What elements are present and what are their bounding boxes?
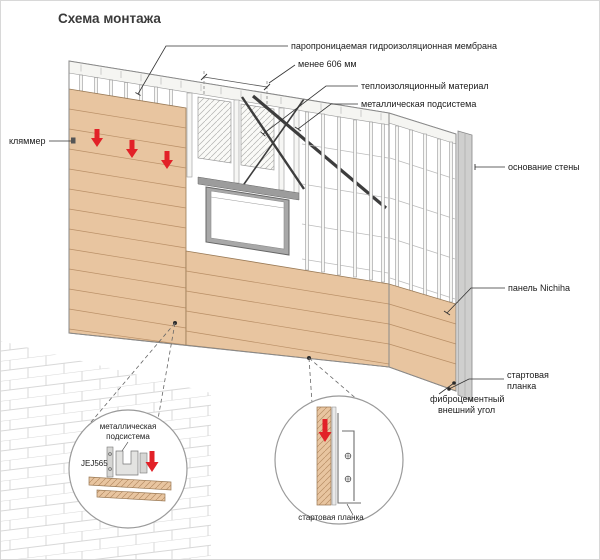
- panels-left-block: [68, 88, 187, 346]
- screw-icon: [344, 475, 352, 483]
- leader-corner: [438, 382, 455, 395]
- down-arrow-icon: [161, 151, 173, 169]
- clip-mark: [71, 137, 76, 144]
- detail-circle-right: стартовая планка: [274, 395, 404, 525]
- panels-lower-seams: [185, 270, 390, 365]
- top-left-studs: [79, 74, 173, 106]
- corner-trim: [457, 130, 473, 402]
- diagonal-brace-2: [241, 98, 305, 188]
- leader-panel: [446, 287, 505, 314]
- bolt-icon: [108, 452, 112, 456]
- down-arrow-icon: [318, 419, 332, 442]
- cutaway-section: [186, 92, 388, 210]
- down-arrow-icon: [145, 451, 159, 472]
- side-profile: [139, 452, 148, 474]
- start-strip-bracket: [342, 430, 355, 501]
- hat-channel-profile: [115, 450, 139, 476]
- down-arrow-icon: [126, 140, 138, 158]
- clip-arrows: [91, 129, 173, 169]
- detail-right-connector: [308, 357, 360, 404]
- right-face-outline: [388, 112, 457, 392]
- leader-dimension: [268, 64, 296, 84]
- detail-connectors: [85, 321, 360, 429]
- leader-membrane: [137, 45, 288, 95]
- lintel-bar: [197, 176, 300, 201]
- down-arrow-icon: [91, 129, 103, 147]
- panel-cross-section: [96, 489, 166, 502]
- label-start-strip-line1: стартовая: [507, 370, 549, 380]
- leader-subsystem: [297, 103, 358, 130]
- window-opening: [205, 186, 290, 256]
- bracket-plate: [106, 446, 114, 478]
- label-metal-subsystem: металлическая подсистема: [361, 99, 476, 109]
- panel-cross-section: [88, 476, 172, 491]
- front-right-framing: [301, 111, 389, 283]
- diagonal-brace-long: [251, 94, 388, 210]
- sheathing-layer: [331, 406, 337, 506]
- page-title: Схема монтажа: [58, 11, 161, 26]
- bolt-icon: [108, 467, 112, 471]
- start-strip-profile: [337, 413, 361, 504]
- screw-icon: [344, 452, 352, 460]
- leader-insulation: [262, 85, 358, 135]
- detail-left-connector: [85, 322, 176, 429]
- detail-circle-left: металлическая подсистема JEJ565: [68, 409, 188, 529]
- label-wall-base: основание стены: [508, 162, 580, 172]
- label-corner-line1: фиброцементный: [430, 394, 504, 404]
- detail-left-title-line1: металлическая: [100, 422, 157, 431]
- nichiha-panels: [68, 88, 457, 392]
- label-membrane: паропроницаемая гидроизоляционная мембра…: [291, 41, 497, 51]
- label-max-spacing: менее 606 мм: [298, 59, 357, 69]
- leader-lines: [49, 45, 505, 395]
- label-start-strip-line2: планка: [507, 381, 536, 391]
- leader-start-strip: [448, 378, 504, 390]
- detail-left-title-line2: подсистема: [106, 432, 150, 441]
- label-panel: панель Nichiha: [508, 283, 570, 293]
- insulation-batt-1: [197, 96, 232, 164]
- detail-left-part-code: JEJ565: [81, 459, 108, 468]
- panels-right-seams: [388, 303, 457, 365]
- label-insulation: теплоизоляционный материал: [361, 81, 489, 91]
- label-corner-line2: внешний угол: [438, 405, 495, 415]
- label-clip: кляммер: [9, 136, 46, 146]
- membrane-band-furring: [80, 64, 382, 121]
- detail-right-label: стартовая планка: [298, 513, 364, 522]
- panels-left-seams: [68, 108, 187, 346]
